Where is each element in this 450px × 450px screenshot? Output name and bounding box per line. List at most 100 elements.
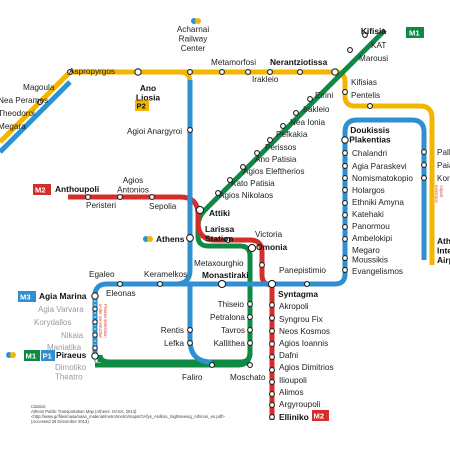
station-label-pentelis: Pentelis [351,91,380,100]
green-line-south [95,300,253,368]
station-label-akropoli: Akropoli [279,302,309,311]
station-label-kallithea: Kallithea [214,339,246,348]
p2-badge [135,100,149,111]
station-label-irakleio-yellow: Irakleio [252,75,279,84]
station-label-agia-paraskevi: Agia Paraskevi [352,162,407,171]
station-label-kor: Kor [437,174,450,183]
m2-badge-elliniko-text: M2 [314,412,325,421]
station-label-agia-varvara: Agia Varvara [38,305,84,314]
station-label-lefka: Lefka [164,339,184,348]
station-label-ilioupoli: Ilioupoli [279,376,307,385]
station-label-kifisia: Kifisia [361,26,386,36]
station-markers [37,32,427,420]
station-label-korydallos: Korydallos [34,318,71,327]
station-label-eleonas: Eleonas [106,289,136,298]
p1-badge-piraeus [41,350,55,361]
station-label-monastiraki: Monastiraki [202,270,249,280]
station-label-irakleio-green: Irakleio [303,105,330,114]
station-label-agios-eleftherios: Agios Eleftherios [243,167,304,176]
station-label-perissos: Perissos [265,143,296,152]
station-label-sepolia: Sepolia [149,202,177,211]
station-label-argyroupoli: Argyroupoli [279,400,321,409]
station-label-petralona: Petralona [210,313,245,322]
station-label-megara: Megara [0,122,26,131]
station-label-ethniki-amyna: Ethniki Amyna [352,198,404,207]
station-label-theodoroi: Theodoroi [0,109,35,118]
station-label-marousi: Marousi [359,54,388,63]
station-label-victoria: Victoria [255,230,283,239]
station-label-nea-ionia: Nea Ionia [290,118,325,127]
station-label-syntagma: Syntagma [278,289,318,299]
m3-badge-left [18,291,36,302]
station-label-evangelismos: Evangelismos [352,267,403,276]
station-label-kato-patisia: Kato Patisia [231,179,275,188]
station-label-elliniko: Elliniko [279,412,309,422]
station-label-pefkakia: Pefkakia [276,130,308,139]
blue-link-south [187,284,213,365]
station-label-magoula: Magoula [23,83,55,92]
station-label-moschato: Moschato [230,373,266,382]
m2-badge-left [33,184,51,195]
station-label-peristeri: Peristeri [86,201,116,210]
m1-badge-top-text: M1 [409,29,420,38]
station-label-holargos: Holargos [352,186,385,195]
station-label-egaleo: Egaleo [89,270,115,279]
m2-badge-elliniko [312,410,329,421]
station-label-eirini: Eirini [315,91,333,100]
station-label-kifisias: Kifisias [351,78,377,87]
citation: Citation:Athens Public Transportation Ma… [31,404,225,424]
station-label-metaxourghio: Metaxourghio [194,259,244,268]
railway-logo-acharnai [191,18,201,24]
railway-logo-athens [143,236,153,242]
station-label-keramelkos: Keramelkos [144,270,187,279]
station-label-nerantziotissa: Nerantziotissa [270,57,328,67]
station-label-agios-dimitrios: Agios Dimitrios [279,363,334,372]
station-label-ano-patisia: Ano Patisia [255,155,297,164]
station-label-katehaki: Katehaki [352,210,384,219]
station-label-dafni: Dafni [279,351,298,360]
piraeus-extension-note: Piraeus Extension under construction [98,304,108,339]
station-label-agioi-anargyroi: Agioi Anargyroi [127,127,182,136]
station-label-paia: Paia [437,161,450,170]
station-label-nikaia: Nikaia [61,331,84,340]
station-label-agios-ioannis: Agios Ioannis [279,339,328,348]
red-line [68,194,275,420]
station-label-omonia: Omonia [256,242,288,252]
station-label-thiseio: Thiseio [218,300,245,309]
station-label-nomismatokopio: Nomismatokopio [352,174,413,183]
station-label-aspropyrgos: Aspropyrgos [69,67,115,76]
station-label-pall: Pall [437,148,450,157]
station-label-rentis: Rentis [161,326,184,335]
station-label-faliro: Faliro [182,373,203,382]
station-label-metamorfosi: Metamorfosi [211,58,256,67]
station-label-panormou: Panormou [352,222,390,231]
station-label-ambelokipi: Ambelokipi [352,234,392,243]
station-label-athens: Athens [156,234,185,244]
station-label-nea-peramos: Nea Peramos [0,96,48,105]
p1-badge-piraeus-text: P1 [43,352,53,361]
railway-logo-piraeus [6,352,16,358]
station-label-attiki: Attiki [209,208,230,218]
m1-badge-piraeus [24,350,40,361]
station-label-maniatika: Maniatika [47,343,82,352]
station-label-agios-nikolaos: Agios Nikolaos [219,191,273,200]
station-label-chalandri: Chalandri [352,149,387,158]
station-label-kat: KAT [371,41,386,50]
airport-extension-note: Airport extension [434,185,444,204]
station-label-anthoupoli: Anthoupoli [55,184,99,194]
station-label-piraeus: Piraeus [56,350,87,360]
p2-badge-text: P2 [137,102,146,111]
station-label-alimos: Alimos [279,388,304,397]
blue-line-west [0,80,72,154]
m3-badge-left-text: M3 [20,293,31,302]
m2-badge-left-text: M2 [35,186,46,195]
station-label-tavros: Tavros [221,326,245,335]
m1-badge-top [406,27,424,38]
